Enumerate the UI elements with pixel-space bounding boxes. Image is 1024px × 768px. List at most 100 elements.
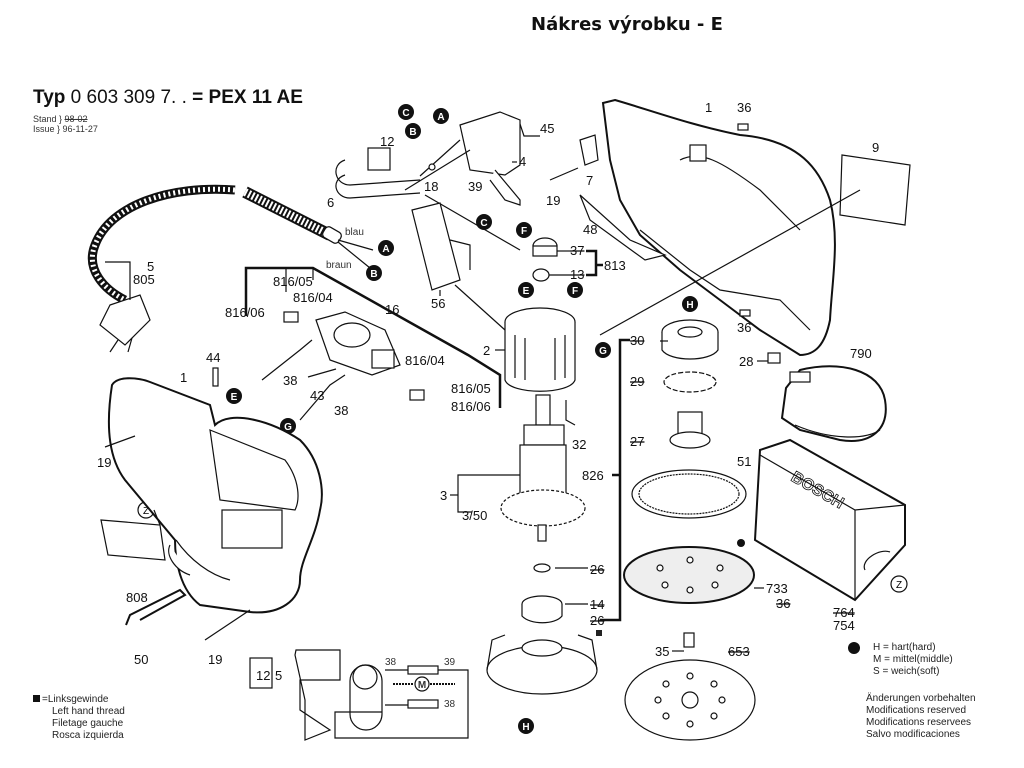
- part-56: [411, 202, 506, 331]
- label-38-b: 38: [334, 403, 348, 418]
- svg-text:Z: Z: [896, 580, 902, 591]
- label-816-06-left: 816/06: [225, 305, 265, 320]
- label-1-left: 1: [180, 370, 187, 385]
- legend-thread-line-1: Linksgewinde: [47, 694, 109, 705]
- svg-text:G: G: [284, 422, 292, 433]
- wiring-diagram: [249, 649, 469, 741]
- svg-text:C: C: [402, 108, 409, 119]
- power-cord: [87, 184, 374, 353]
- circuit-label-39: 39: [444, 657, 456, 668]
- dust-box-790: [780, 365, 887, 442]
- circuit-label-38-bottom: 38: [444, 699, 456, 710]
- label-27: 27: [630, 434, 644, 449]
- label-26-b: 26: [590, 613, 604, 628]
- mark-E: E: [226, 388, 242, 404]
- connector-marks: A B C A B C F E F G E G H H: [226, 104, 698, 734]
- mark-B: B: [405, 123, 421, 139]
- label-816-05-top: 816/05: [273, 274, 313, 289]
- stand-value: 98-02: [64, 114, 88, 124]
- field-coil-2: [495, 307, 576, 392]
- circuit-label-38-top: 38: [385, 657, 397, 668]
- label-816-06-right: 816/06: [451, 399, 491, 414]
- type-equals: =: [192, 87, 204, 108]
- left-thread-square-icon: [33, 695, 40, 702]
- stand-label: Stand: [33, 114, 57, 124]
- label-826: 826: [582, 468, 604, 483]
- label-754-old: 764: [833, 605, 855, 620]
- armature-3: [500, 394, 586, 542]
- sanding-pad-733: [623, 539, 755, 604]
- svg-text:E: E: [523, 286, 530, 297]
- svg-text:E: E: [231, 392, 238, 403]
- label-39: 39: [468, 179, 482, 194]
- revision-info: Stand } 98-02 Issue } 96-11-27: [33, 114, 98, 134]
- label-26-a: 26: [590, 562, 604, 577]
- issue-label: Issue: [33, 124, 55, 134]
- notes-line-2: Modifications reserved: [866, 705, 967, 716]
- hardness-row: S = weich(soft): [873, 666, 940, 677]
- mark-H: H: [518, 718, 534, 734]
- label-816-04-right: 816/04: [405, 353, 445, 368]
- label-38-a: 38: [283, 373, 297, 388]
- label-36-pad: 36: [776, 596, 790, 611]
- mark-A: A: [433, 108, 449, 124]
- label-19-top: 19: [546, 193, 560, 208]
- svg-text:F: F: [521, 226, 527, 237]
- bearing-30: [661, 319, 719, 360]
- legend-thread-line-4: Rosca izquierda: [52, 730, 124, 741]
- wire-blue-label: blau: [345, 227, 364, 238]
- legend-left-hand-thread: =Linksgewinde Left hand thread Filetage …: [33, 694, 125, 742]
- label-48: 48: [583, 222, 597, 237]
- label-37: 37: [570, 243, 584, 258]
- label-35: 35: [655, 644, 669, 659]
- hub-27: [669, 411, 711, 449]
- page-title: Nákres výrobku - E: [531, 14, 723, 35]
- svg-text:A: A: [437, 112, 444, 123]
- notes-line-4: Salvo modificaciones: [866, 729, 960, 740]
- circuit-label-5: 5: [275, 668, 282, 683]
- label-30: 30: [630, 333, 644, 348]
- svg-text:B: B: [370, 269, 377, 280]
- mark-F: F: [567, 282, 583, 298]
- svg-text:A: A: [382, 244, 389, 255]
- notes-line-1: Änderungen vorbehalten: [866, 693, 976, 704]
- label-44: 44: [206, 350, 220, 365]
- mark-C: C: [476, 214, 492, 230]
- legend-thread-equals: =: [42, 694, 48, 705]
- mark-G: G: [595, 342, 611, 358]
- ring-51: [631, 469, 747, 519]
- label-9: 9: [872, 140, 879, 155]
- label-3: 3: [440, 488, 447, 503]
- legend-modifications: Änderungen vorbehalten Modifications res…: [866, 693, 976, 741]
- label-816-04-top: 816/04: [293, 290, 333, 305]
- label-6: 6: [327, 195, 334, 210]
- housing-right-half: [579, 98, 836, 357]
- label-7: 7: [586, 173, 593, 188]
- label-816-05-right: 816/05: [451, 381, 491, 396]
- wire-brown-label: braun: [326, 260, 352, 271]
- sanding-disc-653: [624, 659, 756, 741]
- svg-text:B: B: [409, 127, 416, 138]
- label-13: 13: [570, 267, 584, 282]
- label-50: 50: [134, 652, 148, 667]
- label-3-50: 3/50: [462, 508, 487, 523]
- svg-text:F: F: [572, 286, 578, 297]
- label-790: 790: [850, 346, 872, 361]
- label-16: 16: [385, 302, 399, 317]
- mark-H: H: [682, 296, 698, 312]
- notes-line-3: Modifications reservees: [866, 717, 972, 728]
- type-number: 0 603 309 7. .: [70, 87, 187, 108]
- label-4: 4: [519, 154, 526, 169]
- label-36-top: 36: [737, 100, 751, 115]
- svg-text:H: H: [522, 722, 529, 733]
- label-plate-9: [839, 154, 911, 226]
- label-14: 14: [590, 597, 604, 612]
- label-19-b: 19: [208, 652, 222, 667]
- model-header: Typ 0 603 309 7. . = PEX 11 AE: [33, 87, 303, 109]
- mark-A: A: [378, 240, 394, 256]
- label-51: 51: [737, 454, 751, 469]
- svg-text:H: H: [686, 300, 693, 311]
- svg-text:G: G: [599, 346, 607, 357]
- label-653: 653: [728, 644, 750, 659]
- issue-value: 96-11-27: [62, 124, 98, 134]
